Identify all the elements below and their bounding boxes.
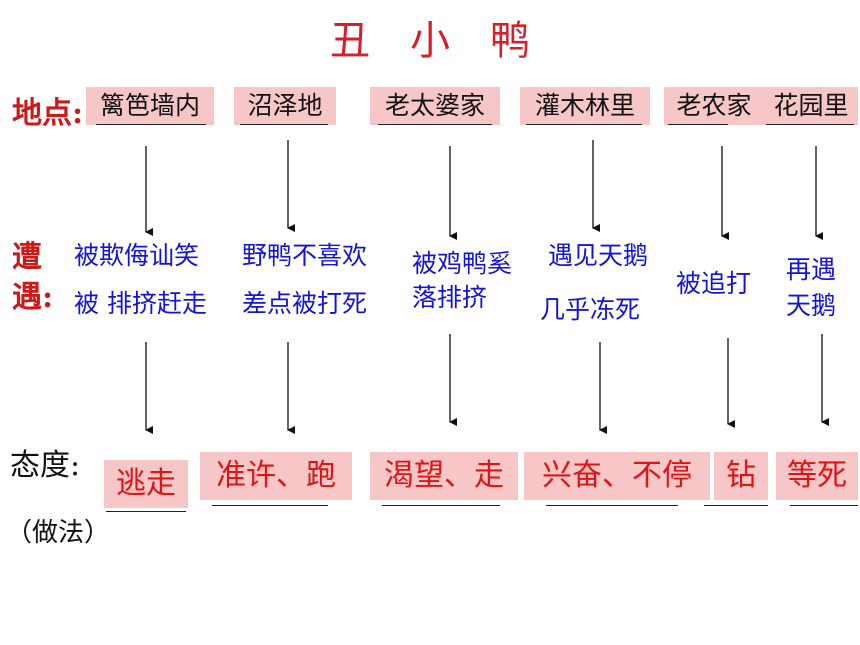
location-fence: 篱笆墙内 [86, 87, 214, 125]
encounter-marsh-1: 野鸭不喜欢 [242, 241, 368, 270]
attitude-bush: 兴奋、不停 [524, 452, 710, 500]
encounter-fence-2: 被 排挤赶走 [74, 289, 207, 318]
location-bush: 灌木林里 [520, 87, 650, 125]
location-underline [96, 124, 206, 125]
attitude-fence: 逃走 [104, 460, 188, 508]
attitude-underline [212, 505, 328, 506]
page-title: 丑 小 鸭 [330, 18, 530, 64]
encounter-garden-1: 再遇 [786, 255, 837, 284]
attitude-old-woman: 渴望、走 [370, 452, 518, 500]
method-label: （做法） [6, 518, 111, 548]
encounter-farmer-1: 被追打 [676, 269, 752, 298]
attitude-underline [106, 511, 186, 512]
location-garden: 花园里 [764, 87, 858, 125]
attitude-farmer: 钻 [714, 452, 768, 500]
location-underline [668, 124, 728, 125]
location-underline [766, 124, 854, 125]
encounter-fence-1: 被欺侮讪笑 [74, 241, 200, 270]
location-underline [240, 124, 328, 125]
encounter-old-woman-2: 落排挤 [412, 283, 488, 312]
attitude-underline [790, 505, 858, 506]
encounter-marsh-2: 差点被打死 [242, 289, 368, 318]
attitude-label: 态度: [10, 448, 81, 483]
encounter-label-bottom: 遇: [12, 280, 54, 315]
attitude-underline [704, 505, 768, 506]
location-underline [378, 124, 492, 125]
encounter-label-top: 遭 [12, 240, 42, 275]
attitude-marsh: 准许、跑 [200, 452, 352, 500]
encounter-old-woman-1: 被鸡鸭奚 [412, 249, 513, 278]
attitude-garden: 等死 [776, 452, 858, 500]
location-old-woman-house: 老太婆家 [370, 87, 500, 125]
attitude-underline [382, 505, 500, 506]
location-underline [526, 124, 642, 125]
encounter-garden-2: 天鹅 [786, 291, 837, 320]
location-farmer-house: 老农家 [664, 87, 764, 125]
attitude-underline [546, 505, 678, 506]
encounter-bush-1: 遇见天鹅 [548, 241, 649, 270]
location-label: 地点: [12, 96, 84, 131]
encounter-bush-2: 几乎冻死 [540, 295, 641, 324]
location-marsh: 沼泽地 [234, 87, 336, 125]
